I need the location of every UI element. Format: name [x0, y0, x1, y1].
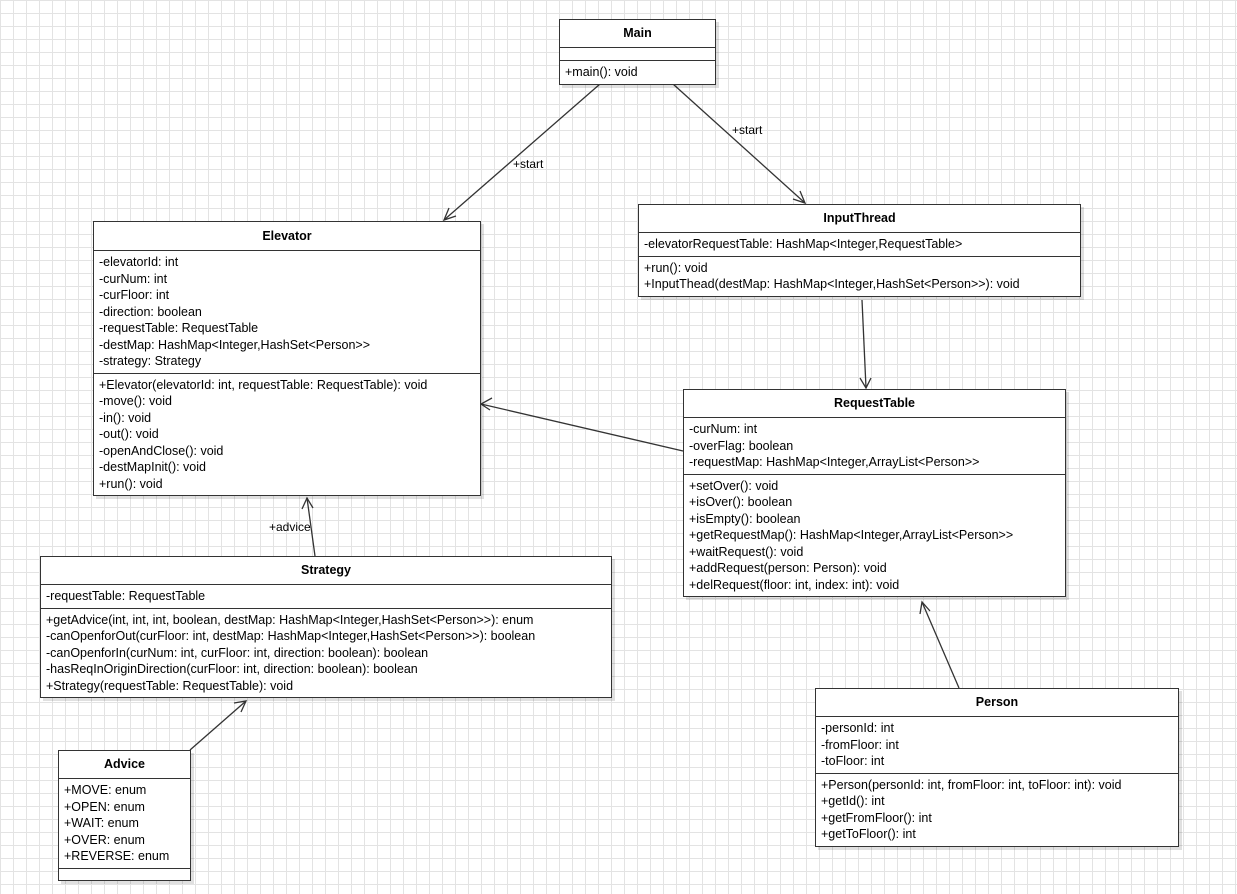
methods-section: +setOver(): void +isOver(): boolean +isEmp… — [684, 473, 1065, 597]
methods-section — [59, 867, 190, 880]
method-row: +getFromFloor(): int — [821, 810, 932, 825]
attributes-section: -curNum: int -overFlag: boolean -requestMa… — [684, 418, 1065, 474]
method-row: +InputThead(destMap: HashMap<Integer,Has… — [644, 277, 1020, 291]
method-row: +Strategy(requestTable: RequestTable): v… — [46, 678, 294, 693]
attributes-section: +MOVE: enum +OPEN: enum +WAIT: enum +OVER: … — [59, 779, 190, 868]
attributes-section: -elevatorRequestTable: HashMap<Integer,R… — [639, 233, 1080, 256]
methods-section: +getAdvice(int, int, int, boolean, destM… — [41, 607, 611, 698]
class-strategy[interactable]: Strategy -requestTable: RequestTable +ge… — [40, 556, 612, 698]
attribute-row: -personId: int — [821, 721, 894, 735]
method-row: +getRequestMap(): HashMap<Integer,ArrayL… — [689, 528, 1014, 542]
method-row: +addRequest(person: Person): void — [689, 561, 887, 575]
attribute-row: -requestMap: HashMap<Integer,ArrayList<P… — [689, 455, 980, 469]
methods-section: +main(): void — [560, 60, 715, 84]
attribute-row: -elevatorRequestTable: HashMap<Integer,R… — [644, 237, 963, 251]
methods-section: +run(): void +InputThead(destMap: HashMap… — [639, 255, 1080, 296]
method-row: +run(): void — [99, 476, 163, 491]
class-name: InputThread — [639, 205, 1080, 233]
edge-inputthread-requesttable — [859, 299, 872, 390]
class-name: Advice — [59, 751, 190, 779]
attribute-row: +REVERSE: enum — [64, 849, 170, 863]
method-row: -hasReqInOriginDirection(curFloor: int, … — [46, 662, 418, 676]
class-person[interactable]: Person -personId: int -fromFloor: int -toF… — [815, 688, 1179, 847]
attribute-row: -toFloor: int — [821, 754, 885, 768]
method-row: +run(): void — [644, 260, 708, 275]
method-row: +main(): void — [565, 65, 638, 79]
attribute-row: -destMap: HashMap<Integer,HashSet<Person… — [99, 337, 370, 352]
method-row: -canOpenforOut(curFloor: int, destMap: H… — [46, 629, 536, 643]
attribute-row: -elevatorId: int — [99, 255, 179, 269]
attribute-row: +OPEN: enum — [64, 799, 145, 814]
attributes-section — [560, 48, 715, 60]
class-inputthread[interactable]: InputThread -elevatorRequestTable: HashM… — [638, 204, 1081, 297]
method-row: +isEmpty(): boolean — [689, 511, 801, 526]
method-row: +waitRequest(): void — [689, 544, 804, 559]
edge-main-elevator — [442, 83, 601, 222]
class-name: Elevator — [94, 222, 480, 251]
attribute-row: -fromFloor: int — [821, 737, 899, 752]
method-row: -canOpenforIn(curNum: int, curFloor: int… — [46, 645, 429, 660]
edge-main-inputthread — [672, 83, 807, 205]
edge-person-requesttable — [919, 600, 960, 689]
method-row: -in(): void — [99, 410, 152, 425]
class-main[interactable]: Main +main(): void — [559, 19, 716, 85]
edge-label-main-inputthread: +start — [732, 123, 763, 137]
method-row: -move(): void — [99, 394, 172, 408]
attribute-row: -overFlag: boolean — [689, 438, 794, 453]
attribute-row: -requestTable: RequestTable — [99, 321, 259, 335]
attribute-row: -direction: boolean — [99, 304, 202, 319]
method-row: +getAdvice(int, int, int, boolean, destM… — [46, 612, 534, 627]
attribute-row: +WAIT: enum — [64, 816, 139, 830]
class-requesttable[interactable]: RequestTable -curNum: int -overFlag: bool… — [683, 389, 1066, 597]
edge-requesttable-elevator — [479, 397, 684, 452]
edge-advice-strategy — [189, 700, 248, 751]
class-name: Strategy — [41, 557, 611, 585]
edge-strategy-elevator — [301, 496, 316, 557]
method-row: +getToFloor(): int — [821, 827, 916, 841]
methods-section: +Person(personId: int, fromFloor: int, t… — [816, 772, 1178, 846]
method-row: +Person(personId: int, fromFloor: int, t… — [821, 777, 1122, 792]
class-name: Person — [816, 689, 1178, 717]
method-row: +setOver(): void — [689, 478, 779, 493]
attribute-row: -curFloor: int — [99, 288, 170, 302]
attributes-section: -personId: int -fromFloor: int -toFloor: i… — [816, 717, 1178, 773]
attributes-section: -requestTable: RequestTable — [41, 585, 611, 608]
class-name: Main — [560, 20, 715, 48]
method-row: +delRequest(floor: int, index: int): voi… — [689, 577, 900, 592]
edge-label-strategy-elevator: +advice — [269, 520, 311, 534]
class-elevator[interactable]: Elevator -elevatorId: int -curNum: int -cu… — [93, 221, 481, 496]
class-name: RequestTable — [684, 390, 1065, 418]
attribute-row: +MOVE: enum — [64, 783, 147, 797]
method-row: +isOver(): boolean — [689, 495, 793, 509]
attribute-row: -requestTable: RequestTable — [46, 589, 206, 603]
attribute-row: -strategy: Strategy — [99, 354, 202, 368]
attribute-row: +OVER: enum — [64, 832, 145, 847]
class-advice[interactable]: Advice +MOVE: enum +OPEN: enum +WAIT: enum… — [58, 750, 191, 881]
attribute-row: -curNum: int — [689, 422, 758, 436]
attributes-section: -elevatorId: int -curNum: int -curFloor: i… — [94, 251, 480, 373]
edge-label-main-elevator: +start — [513, 157, 544, 171]
method-row: -destMapInit(): void — [99, 460, 206, 474]
attribute-row: -curNum: int — [99, 271, 168, 286]
methods-section: +Elevator(elevatorId: int, requestTable:… — [94, 372, 480, 496]
method-row: -out(): void — [99, 427, 159, 441]
method-row: +getId(): int — [821, 794, 885, 808]
method-row: -openAndClose(): void — [99, 443, 224, 458]
method-row: +Elevator(elevatorId: int, requestTable:… — [99, 377, 428, 392]
